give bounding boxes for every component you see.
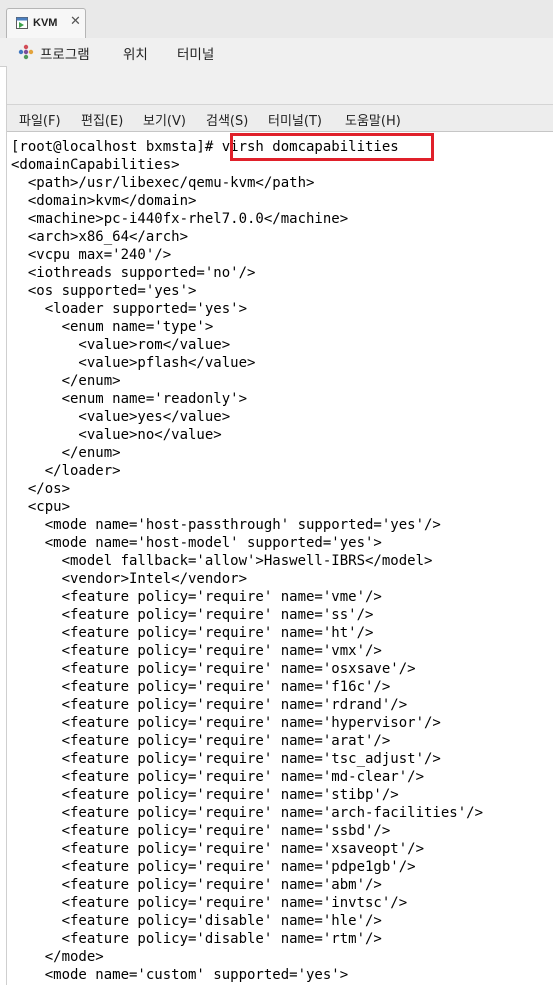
menu-edit[interactable]: 편집(E): [81, 114, 124, 129]
menu-terminal[interactable]: 터미널: [177, 47, 215, 63]
output-line: <feature policy='disable' name='rtm'/>: [11, 931, 382, 947]
menu-programs[interactable]: 프로그램: [40, 47, 90, 63]
terminal-menubar: 파일(F) 편집(E) 보기(V) 검색(S) 터미널(T) 도움말(H): [7, 104, 553, 132]
tab-label: KVM: [33, 17, 58, 29]
terminal-output[interactable]: [root@localhost bxmsta]# virsh domcapabi…: [11, 138, 551, 984]
close-icon[interactable]: ✕: [70, 14, 81, 29]
terminal-window-icon: [16, 17, 28, 29]
output-line: <domainCapabilities>: [11, 157, 180, 173]
menu-file[interactable]: 파일(F): [19, 114, 61, 129]
output-line: <feature policy='require' name='abm'/>: [11, 877, 382, 893]
output-line: <value>pflash</value>: [11, 355, 256, 371]
prompt-line: [root@localhost bxmsta]# virsh domcapabi…: [11, 138, 551, 156]
output-line: <feature policy='require' name='vme'/>: [11, 589, 382, 605]
tab-bar: KVM ✕: [0, 0, 553, 39]
output-line: <feature policy='disable' name='hle'/>: [11, 913, 382, 929]
output-line: </enum>: [11, 445, 121, 461]
output-line: <feature policy='require' name='md-clear…: [11, 769, 425, 785]
output-line: <feature policy='require' name='ssbd'/>: [11, 823, 391, 839]
output-line: <os supported='yes'>: [11, 283, 197, 299]
output-line: <feature policy='require' name='xsaveopt…: [11, 841, 425, 857]
output-line: <feature policy='require' name='arat'/>: [11, 733, 391, 749]
output-line: <value>yes</value>: [11, 409, 231, 425]
window-toolbar-area: [7, 66, 553, 104]
output-line: <feature policy='require' name='osxsave'…: [11, 661, 416, 677]
output-line: <feature policy='require' name='stibp'/>: [11, 787, 399, 803]
output-line: <enum name='readonly'>: [11, 391, 248, 407]
app-menubar: 프로그램 위치 터미널: [0, 38, 553, 67]
output-line: <loader supported='yes'>: [11, 301, 248, 317]
output-line: </mode>: [11, 949, 104, 965]
menu-terminal-t[interactable]: 터미널(T): [268, 114, 322, 129]
output-line: <mode name='host-passthrough' supported=…: [11, 517, 441, 533]
output-line: <arch>x86_64</arch>: [11, 229, 189, 245]
output-line: <model fallback='allow'>Haswell-IBRS</mo…: [11, 553, 433, 569]
output-line: <mode name='custom' supported='yes'>: [11, 967, 349, 983]
output-lines: <domainCapabilities> <path>/usr/libexec/…: [11, 156, 551, 984]
output-line: <value>no</value>: [11, 427, 222, 443]
terminal-window: 파일(F) 편집(E) 보기(V) 검색(S) 터미널(T) 도움말(H) [r…: [6, 66, 553, 985]
menu-view[interactable]: 보기(V): [143, 114, 186, 129]
output-line: <feature policy='require' name='tsc_adju…: [11, 751, 441, 767]
output-line: <feature policy='require' name='arch-fac…: [11, 805, 484, 821]
output-line: </loader>: [11, 463, 121, 479]
output-line: <feature policy='require' name='rdrand'/…: [11, 697, 408, 713]
prompt-text: [root@localhost bxmsta]#: [11, 139, 222, 155]
output-line: <feature policy='require' name='ht'/>: [11, 625, 374, 641]
output-line: <feature policy='require' name='pdpe1gb'…: [11, 859, 416, 875]
output-line: <domain>kvm</domain>: [11, 193, 197, 209]
output-line: <feature policy='require' name='hypervis…: [11, 715, 441, 731]
output-line: </enum>: [11, 373, 121, 389]
output-line: <iothreads supported='no'/>: [11, 265, 256, 281]
output-line: <feature policy='require' name='vmx'/>: [11, 643, 382, 659]
output-line: <vcpu max='240'/>: [11, 247, 172, 263]
output-line: <vendor>Intel</vendor>: [11, 571, 248, 587]
output-line: <feature policy='require' name='f16c'/>: [11, 679, 391, 695]
output-line: </os>: [11, 481, 71, 497]
output-line: <machine>pc-i440fx-rhel7.0.0</machine>: [11, 211, 349, 227]
output-line: <feature policy='require' name='invtsc'/…: [11, 895, 408, 911]
output-line: <cpu>: [11, 499, 71, 515]
menu-places[interactable]: 위치: [123, 47, 148, 63]
menu-help[interactable]: 도움말(H): [345, 114, 401, 129]
output-line: <mode name='host-model' supported='yes'>: [11, 535, 382, 551]
output-line: <value>rom</value>: [11, 337, 231, 353]
output-line: <feature policy='require' name='ss'/>: [11, 607, 374, 623]
tab-kvm[interactable]: KVM ✕: [6, 8, 86, 38]
menu-search[interactable]: 검색(S): [206, 114, 249, 129]
output-line: <path>/usr/libexec/qemu-kvm</path>: [11, 175, 315, 191]
applications-icon[interactable]: [18, 44, 34, 60]
command-highlight-box: [230, 133, 434, 161]
output-line: <enum name='type'>: [11, 319, 214, 335]
